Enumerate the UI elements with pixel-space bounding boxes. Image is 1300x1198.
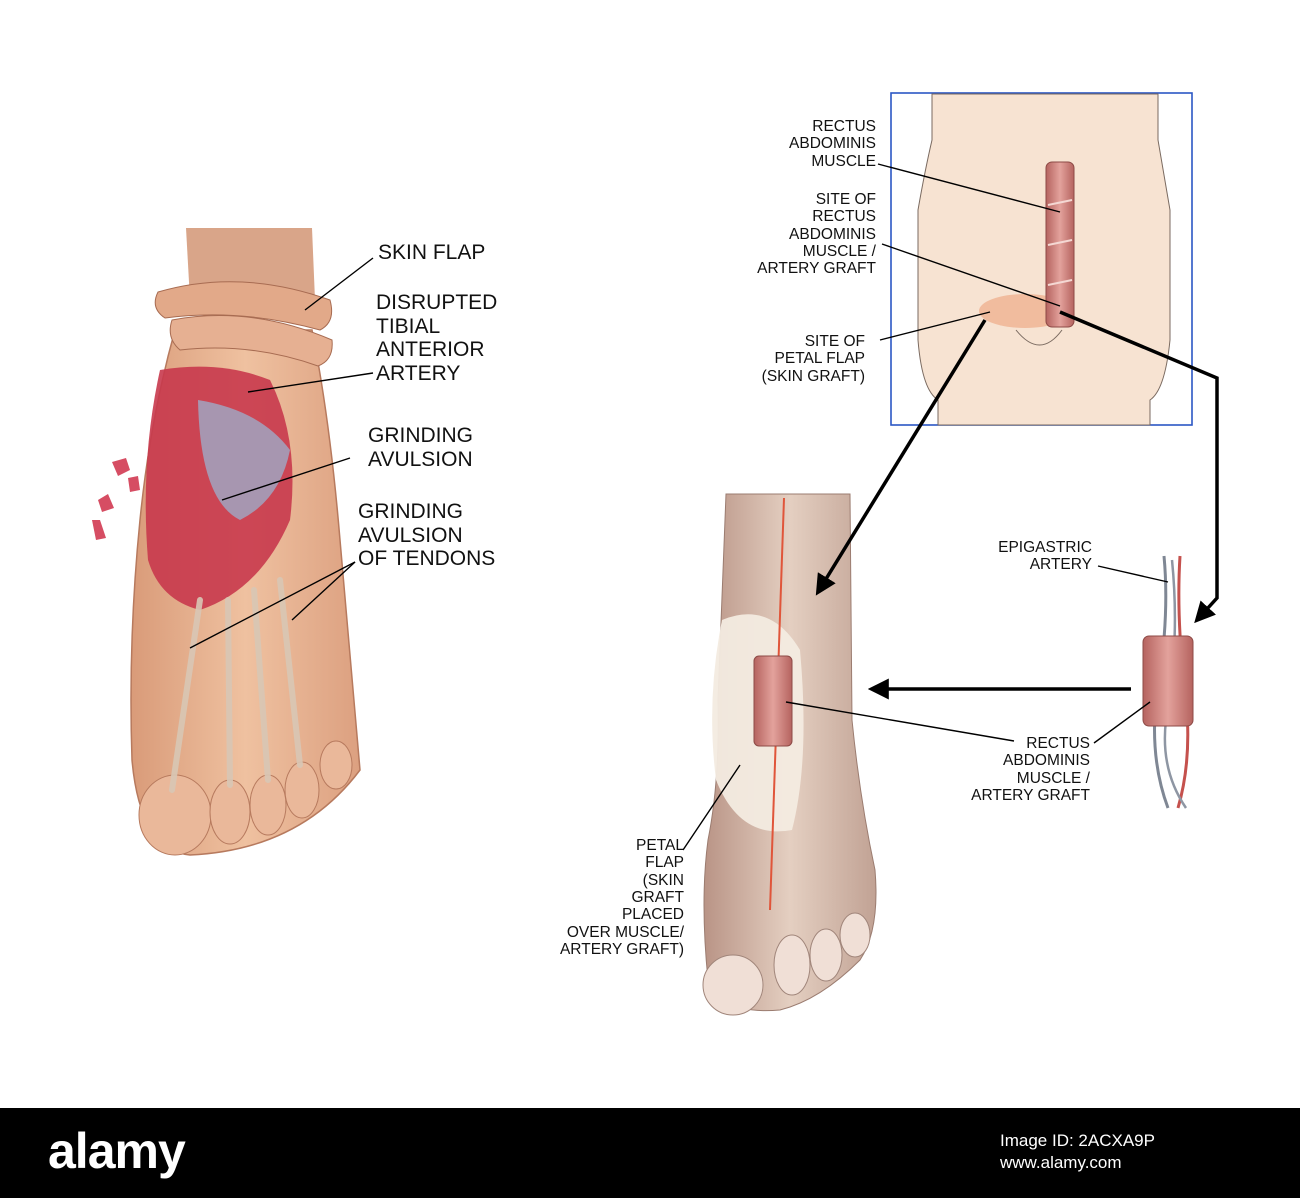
muscle-tendinous-bands (1047, 199, 1073, 286)
graft-leader-lines (682, 565, 1169, 851)
label-petal-site: SITE OF PETAL FLAP (SKIN GRAFT) (761, 333, 865, 385)
foot-leader-lines (189, 257, 374, 649)
illustration-canvas (92, 92, 1219, 1016)
grafted-muscle (753, 655, 793, 747)
label-graft-site: SITE OF RECTUS ABDOMINIS MUSCLE / ARTERY… (757, 191, 876, 278)
arrow-muscle-to-graft (1059, 310, 1219, 624)
exposed-bones (198, 400, 290, 520)
label-epigastric-artery: EPIGASTRIC ARTERY (998, 539, 1092, 574)
tissue-fragments (92, 458, 140, 540)
alamy-logo: alamy (48, 1123, 186, 1179)
groin-line (1015, 329, 1063, 346)
label-petal-flap: PETAL FLAP (SKIN GRAFT PLACED OVER MUSCL… (559, 837, 684, 959)
torso-diagram (890, 92, 1193, 426)
label-muscle-artery-graft: RECTUS ABDOMINIS MUSCLE / ARTERY GRAFT (971, 735, 1090, 805)
label-skin-flap: SKIN FLAP (378, 241, 486, 264)
site-url: www.alamy.com (1000, 1153, 1122, 1173)
toe-2 (209, 779, 251, 845)
harvested-graft (1142, 555, 1194, 809)
torso-skin (917, 93, 1171, 426)
skin-flap-roll-1 (154, 281, 333, 331)
label-disrupted-artery: DISRUPTED TIBIAL ANTERIOR ARTERY (376, 291, 498, 385)
image-id-block: Image ID: 2ACXA9P www.alamy.com (1000, 1130, 1155, 1174)
skin-flap-roll-2 (169, 315, 333, 367)
arrow-petal-to-leg (815, 319, 987, 596)
image-id-text: Image ID: 2ACXA9P (1000, 1131, 1155, 1150)
tendons (169, 577, 303, 793)
watermark-bar: alamy Image ID: 2ACXA9P www.alamy.com (0, 1108, 1300, 1198)
toe-5 (319, 740, 353, 790)
label-grinding-tendons: GRINDING AVULSION OF TENDONS (358, 500, 496, 571)
injured-foot-illustration (92, 228, 361, 856)
torso-leader-lines (877, 163, 1061, 341)
graft-muscle-block (1142, 635, 1194, 727)
healed-toes (702, 912, 871, 1016)
label-rectus-muscle: RECTUS ABDOMINIS MUSCLE (789, 118, 876, 170)
label-grinding-avulsion: GRINDING AVULSION (368, 424, 473, 471)
toe-3 (249, 774, 287, 836)
healed-leg-illustration (702, 493, 877, 1016)
transfer-arrows (815, 310, 1219, 700)
toe-4 (284, 761, 320, 819)
